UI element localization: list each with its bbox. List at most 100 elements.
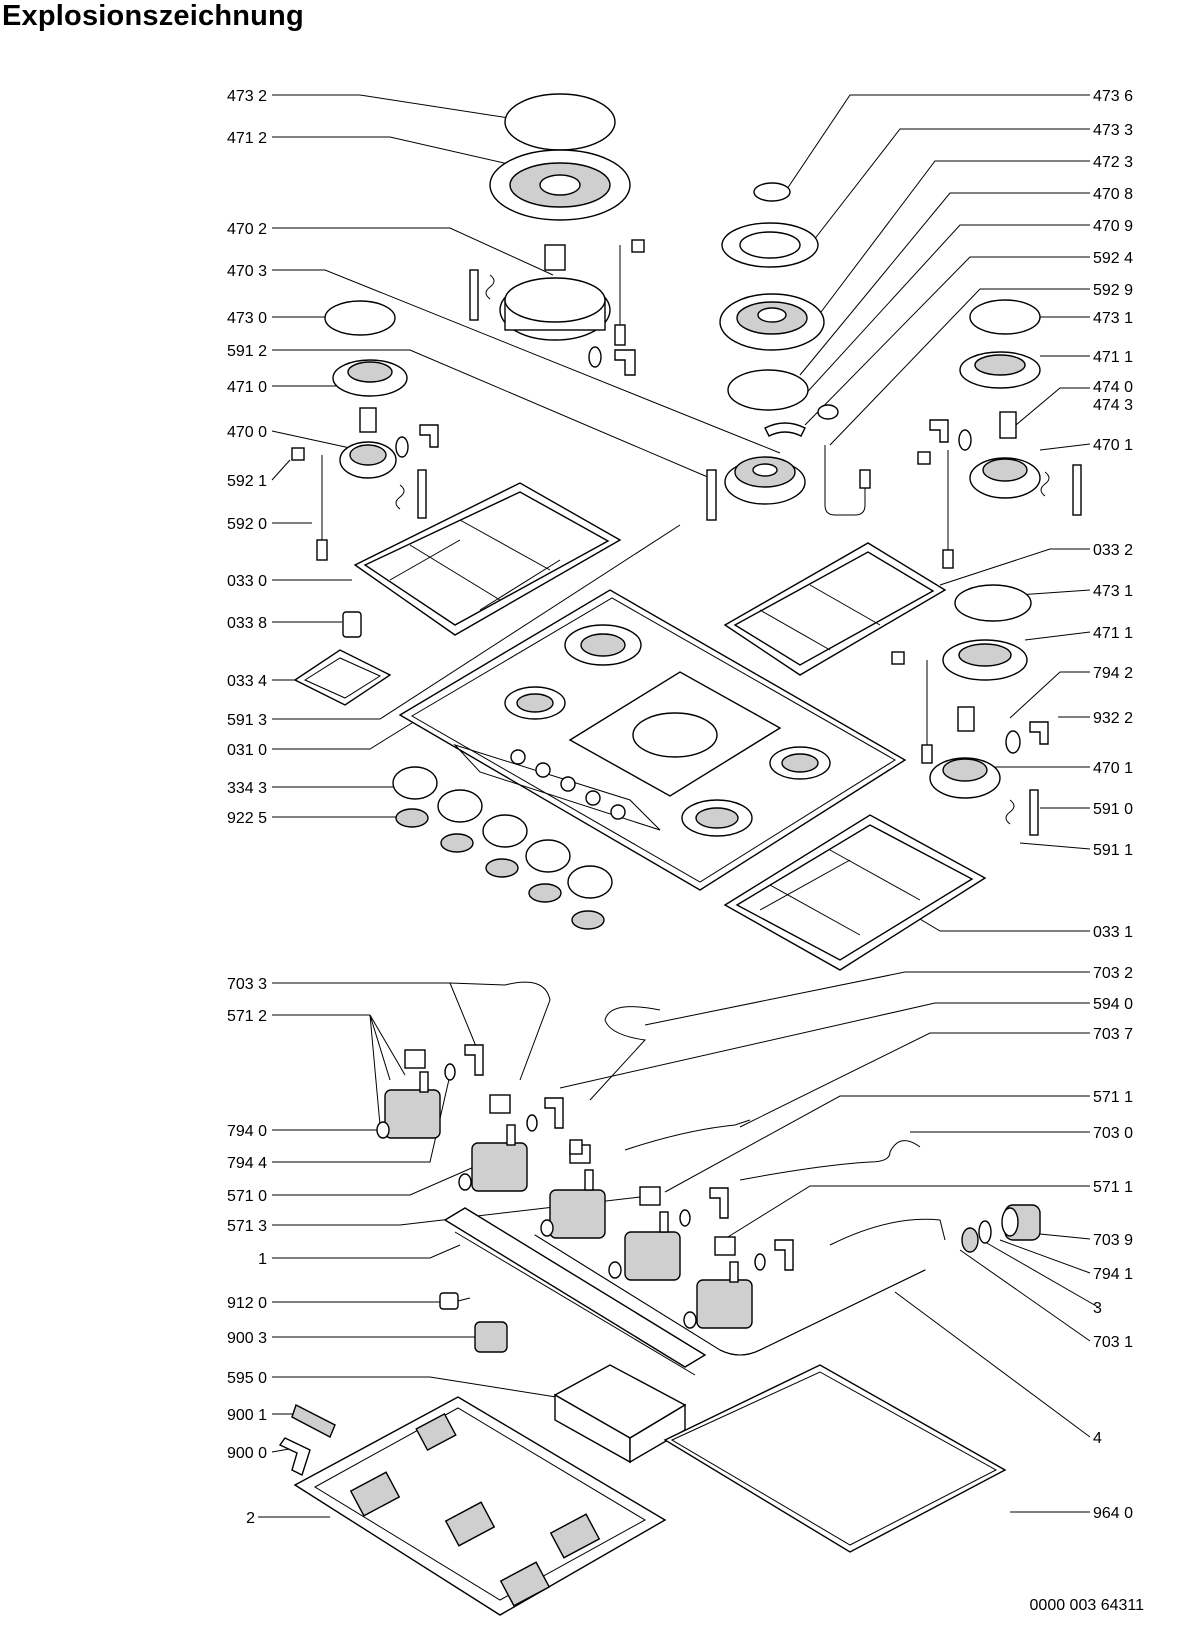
callout-label: 1 xyxy=(258,1251,267,1268)
callout-label: 571 0 xyxy=(227,1188,267,1205)
callout-label: 474 3 xyxy=(1093,397,1133,414)
pan-support-033-2 xyxy=(723,542,947,676)
callout-label: 594 0 xyxy=(1093,996,1133,1013)
spark-plug-left xyxy=(395,469,427,519)
callout-label: 033 0 xyxy=(227,573,267,590)
callout-label: 591 1 xyxy=(1093,842,1133,859)
injector-474 xyxy=(999,411,1017,439)
callout-label: 922 5 xyxy=(227,810,267,827)
callout-label: 592 9 xyxy=(1093,282,1133,299)
callout-label: 473 0 xyxy=(227,310,267,327)
callout-label: 470 8 xyxy=(1093,186,1133,203)
burner-cap-473-1-b xyxy=(954,584,1032,622)
burner-cap-473-0 xyxy=(324,300,396,336)
gas-pipe-703-3 xyxy=(504,981,551,1081)
gas-valve-571-1-b xyxy=(696,1236,753,1329)
burner-base-470-1-a xyxy=(929,419,1041,499)
burner-ring-472-3 xyxy=(719,293,825,351)
callout-label: 900 3 xyxy=(227,1330,267,1347)
gas-pipe-703-1 xyxy=(829,1218,946,1246)
callout-label: 703 1 xyxy=(1093,1334,1133,1351)
callout-label: 2 xyxy=(246,1510,255,1527)
gas-valve-571-3 xyxy=(549,1144,606,1239)
gasket-964-0 xyxy=(663,1364,1007,1553)
burner-ring-473-3 xyxy=(721,222,819,268)
knob-insert-033-8 xyxy=(342,611,362,638)
callout-label: 591 2 xyxy=(227,343,267,360)
callout-label: 473 3 xyxy=(1093,122,1133,139)
callout-label: 794 2 xyxy=(1093,665,1133,682)
left-callout-labels: 473 2 471 2 470 2 470 3 473 0 591 2 471 … xyxy=(227,88,267,1527)
hob-top-plate-031-0 xyxy=(398,589,907,891)
callout-label: 703 7 xyxy=(1093,1026,1133,1043)
callout-label: 595 0 xyxy=(227,1370,267,1387)
callout-label: 571 1 xyxy=(1093,1179,1133,1196)
callout-label: 473 1 xyxy=(1093,310,1133,327)
callout-label: 703 9 xyxy=(1093,1232,1133,1249)
injector-right-front xyxy=(957,706,975,732)
callout-label: 470 3 xyxy=(227,263,267,280)
burner-base-470-0 xyxy=(339,424,439,479)
callout-label: 470 9 xyxy=(1093,218,1133,235)
callout-label: 471 0 xyxy=(227,379,267,396)
seal-794-2 xyxy=(1005,721,1049,754)
bracket-900-0 xyxy=(278,1437,311,1476)
gas-valve-571-0 xyxy=(471,1094,528,1192)
gas-valve-571-1-a xyxy=(624,1186,681,1281)
burner-cap-473-6 xyxy=(753,182,791,202)
burner-base-470-2 xyxy=(499,244,611,341)
control-knobs-334-3 xyxy=(392,766,613,899)
gas-pipe-703-7 xyxy=(624,1119,751,1151)
callout-label: 033 2 xyxy=(1093,542,1133,559)
callout-label: 571 1 xyxy=(1093,1089,1133,1106)
front-strip-1 xyxy=(443,1207,707,1376)
ignition-unit-595-0 xyxy=(553,1364,687,1464)
callout-label: 794 0 xyxy=(227,1123,267,1140)
injector-left xyxy=(359,407,377,433)
callout-label: 794 4 xyxy=(227,1155,267,1172)
callout-label: 3 xyxy=(1093,1300,1102,1317)
screw-912-0 xyxy=(439,1292,471,1310)
callout-label: 473 2 xyxy=(227,88,267,105)
pan-support-033-1 xyxy=(723,814,987,971)
callout-label: 474 0 xyxy=(1093,379,1133,396)
callout-label: 471 1 xyxy=(1093,625,1133,642)
seal-rings-794 xyxy=(376,1063,766,1329)
knob-rings-922-5 xyxy=(395,808,605,930)
callout-label: 471 2 xyxy=(227,130,267,147)
pan-support-033-0 xyxy=(353,482,622,636)
callout-label: 334 3 xyxy=(227,780,267,797)
gas-pipe-703-0 xyxy=(739,1140,921,1181)
callout-label: 900 0 xyxy=(227,1445,267,1462)
callout-label: 964 0 xyxy=(1093,1505,1133,1522)
callout-label: 471 1 xyxy=(1093,349,1133,366)
callout-label: 591 3 xyxy=(227,712,267,729)
leader-lines xyxy=(258,94,1099,1518)
spark-plug-right-rear xyxy=(1040,464,1082,516)
callout-label: 592 0 xyxy=(227,516,267,533)
callout-label: 703 2 xyxy=(1093,965,1133,982)
thermocouple-592-0 xyxy=(291,447,328,561)
callout-label: 932 2 xyxy=(1093,710,1133,727)
document-number: 0000 003 64311 xyxy=(1029,1597,1144,1614)
burner-cap-473-1-a xyxy=(969,299,1041,335)
callout-label: 591 0 xyxy=(1093,801,1133,818)
thermocouple-592-9 xyxy=(824,445,871,516)
thermocouple-right-rear xyxy=(917,450,954,569)
callout-label: 703 0 xyxy=(1093,1125,1133,1142)
callout-label: 033 8 xyxy=(227,615,267,632)
callout-label: 033 1 xyxy=(1093,924,1133,941)
callout-label: 592 1 xyxy=(227,473,267,490)
callout-label: 470 2 xyxy=(227,221,267,238)
callout-label: 033 4 xyxy=(227,673,267,690)
clip-470-9 xyxy=(764,422,806,437)
callout-label: 470 1 xyxy=(1093,760,1133,777)
callout-label: 031 0 xyxy=(227,742,267,759)
callout-label: 900 1 xyxy=(227,1407,267,1424)
thermocouple-top-left xyxy=(614,239,645,346)
spark-plug-591-2 xyxy=(706,469,717,521)
burner-base-470-1-b xyxy=(929,757,1001,799)
gas-inlet-elbow-703-9 xyxy=(1001,1204,1041,1241)
thermocouple-right-front xyxy=(891,651,933,764)
